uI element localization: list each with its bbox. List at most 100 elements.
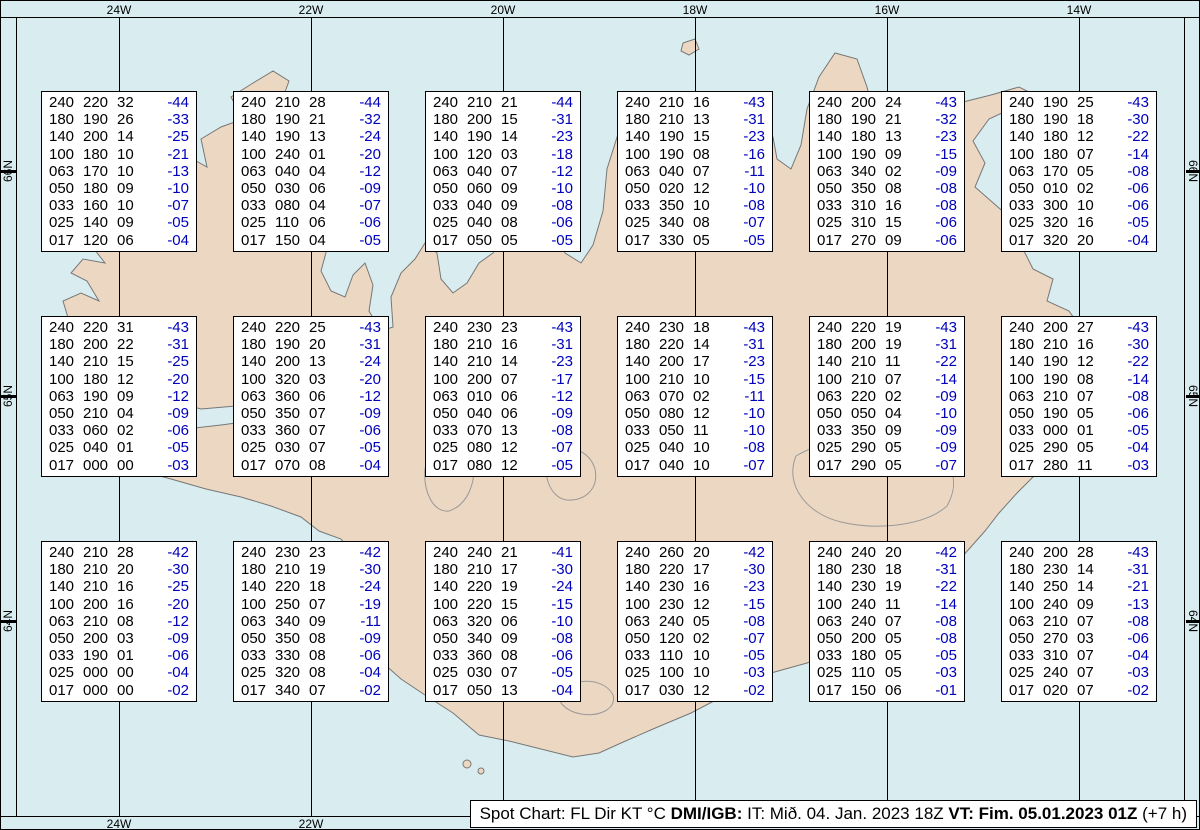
flight-level: 180	[241, 336, 267, 354]
island-vestmannaeyjar-2	[477, 767, 485, 775]
wind-speed-kt: 08	[885, 180, 902, 198]
wind-speed-kt: 02	[693, 387, 710, 405]
temperature-c: -44	[167, 94, 189, 111]
flight-level: 100	[817, 370, 843, 388]
wind-speed-kt: 13	[693, 111, 710, 129]
wind-direction: 030	[659, 681, 685, 699]
longitude-label-top: 20W	[490, 3, 516, 17]
flight-level: 240	[433, 319, 459, 336]
wind-direction: 200	[851, 336, 877, 354]
wind-speed-kt: 23	[309, 544, 326, 561]
flight-level: 025	[1009, 214, 1035, 232]
wind-direction: 360	[467, 647, 493, 665]
wind-direction: 190	[1043, 405, 1069, 423]
wind-direction: 050	[467, 231, 493, 249]
temperature-c: -30	[167, 561, 189, 579]
wind-direction: 020	[1043, 681, 1069, 699]
wind-direction: 270	[851, 231, 877, 249]
wind-direction: 040	[467, 197, 493, 215]
wind-speed-kt: 13	[309, 128, 326, 146]
wind-speed-kt: 16	[1077, 214, 1094, 232]
temperature-c: -43	[1127, 319, 1149, 336]
flight-level: 100	[433, 595, 459, 613]
wind-direction: 080	[467, 456, 493, 474]
wind-speed-kt: 12	[693, 681, 710, 699]
latitude-label-right: 64N	[1186, 609, 1200, 633]
wind-speed-kt: 09	[885, 231, 902, 249]
temperature-c: -25	[167, 578, 189, 596]
wind-speed-kt: 12	[501, 439, 518, 457]
wind-speed-kt: 07	[693, 162, 710, 180]
wind-direction: 180	[83, 370, 109, 388]
flight-level: 050	[625, 630, 651, 648]
wind-speed-kt: 07	[501, 162, 518, 180]
flight-level: 025	[625, 664, 651, 682]
wind-speed-kt: 07	[309, 439, 326, 457]
wind-speed-kt: 12	[501, 456, 518, 474]
wind-direction: 190	[1043, 353, 1069, 371]
flight-level: 180	[625, 336, 651, 354]
flight-level: 050	[49, 180, 75, 198]
temperature-c: -25	[167, 353, 189, 371]
wind-speed-kt: 16	[117, 578, 134, 596]
temperature-c: -08	[935, 197, 957, 215]
wind-direction: 340	[659, 214, 685, 232]
wind-speed-kt: 07	[885, 612, 902, 630]
wind-direction: 230	[659, 595, 685, 613]
wind-direction: 350	[851, 422, 877, 440]
flight-level: 100	[817, 145, 843, 163]
wind-speed-kt: 09	[117, 180, 134, 198]
temperature-c: -14	[935, 595, 957, 613]
wind-direction: 200	[467, 370, 493, 388]
wind-direction: 240	[851, 612, 877, 630]
temperature-c: -10	[743, 180, 765, 198]
wind-direction: 210	[851, 370, 877, 388]
wind-speed-kt: 21	[309, 111, 326, 129]
wind-speed-kt: 28	[1077, 544, 1094, 561]
flight-level: 025	[1009, 664, 1035, 682]
wind-direction: 210	[467, 94, 493, 111]
temperature-c: -31	[743, 111, 765, 129]
wind-speed-kt: 16	[693, 578, 710, 596]
flight-level: 180	[625, 111, 651, 129]
temperature-c: -10	[743, 422, 765, 440]
flight-level: 050	[433, 405, 459, 423]
temperature-c: -07	[167, 197, 189, 215]
wind-direction: 200	[1043, 544, 1069, 561]
wind-direction: 220	[659, 336, 685, 354]
temperature-c: -44	[359, 94, 381, 111]
temperature-c: -43	[935, 319, 957, 336]
flight-level: 063	[241, 612, 267, 630]
flight-level: 240	[241, 94, 267, 111]
temperature-c: -31	[1127, 561, 1149, 579]
wind-direction: 210	[467, 353, 493, 371]
wind-speed-kt: 21	[885, 111, 902, 129]
wind-direction: 230	[851, 561, 877, 579]
